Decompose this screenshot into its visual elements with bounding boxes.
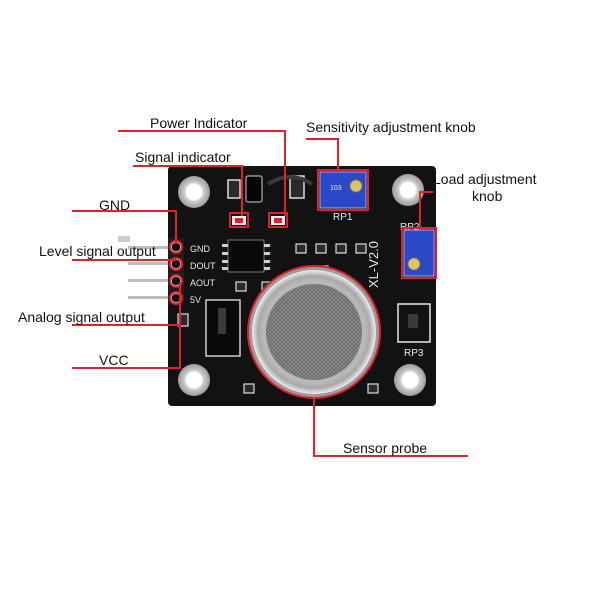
label-vcc: VCC — [99, 352, 129, 368]
label-level-signal-output: Level signal output — [39, 243, 156, 259]
potentiometer-icon: 103 — [319, 171, 367, 209]
label-sensor-probe: Sensor probe — [343, 440, 428, 456]
label-gnd: GND — [99, 197, 131, 213]
label-analog-signal-output: Analog signal output — [18, 309, 145, 325]
silkscreen-rp3: RP3 — [404, 348, 424, 359]
label-load-knob-line2: knob — [472, 188, 503, 204]
header-pins — [118, 236, 180, 299]
silkscreen-pin-dout: DOUT — [190, 261, 216, 271]
silkscreen-pin-aout: AOUT — [190, 278, 216, 288]
silkscreen-board-version: XL-V2.0 — [366, 241, 381, 288]
ic-chip — [227, 239, 265, 273]
label-load-knob-line1: Load adjustment — [433, 171, 537, 187]
silkscreen-pin-5v: 5V — [190, 295, 201, 305]
svg-text:103: 103 — [330, 185, 342, 192]
label-power-indicator: Power Indicator — [150, 115, 248, 131]
rp3-footprint — [397, 303, 431, 343]
sensor-mesh-icon — [248, 266, 380, 398]
silkscreen-pin-gnd: GND — [190, 244, 211, 254]
led-icon — [232, 216, 246, 225]
label-sensitivity-knob: Sensitivity adjustment knob — [306, 119, 476, 135]
led-icon — [271, 216, 285, 225]
silkscreen-rp1: RP1 — [333, 212, 353, 223]
potentiometer-icon — [403, 229, 435, 277]
callout-lines — [72, 130, 468, 457]
label-signal-indicator: Signal indicator — [135, 149, 231, 165]
